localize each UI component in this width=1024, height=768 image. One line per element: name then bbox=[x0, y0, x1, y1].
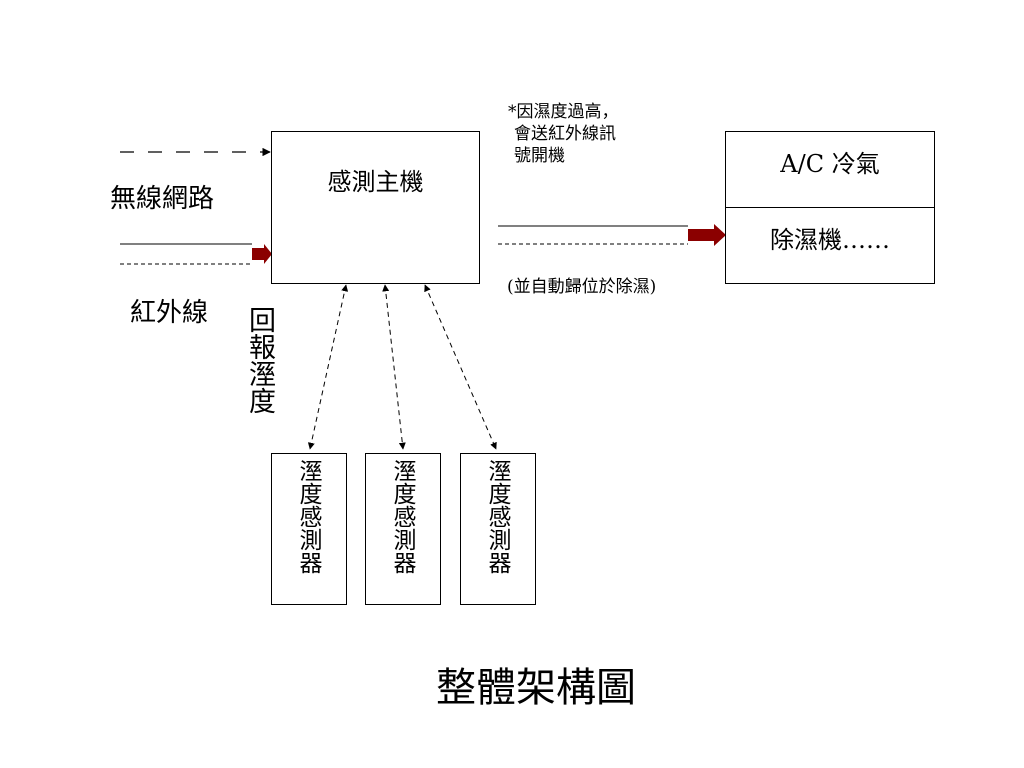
humidity-sensor-1: 溼度感測器 bbox=[271, 453, 347, 605]
sensor-label: 溼度感測器 bbox=[484, 459, 510, 574]
sensor-label: 溼度感測器 bbox=[295, 459, 321, 574]
sensor-link-1 bbox=[307, 284, 349, 450]
wireless-label: 無線網路 bbox=[110, 184, 215, 214]
output-red-arrow bbox=[688, 224, 726, 246]
sensor-label: 溼度感測器 bbox=[389, 459, 415, 574]
sensor-link-3 bbox=[424, 284, 497, 450]
sensor-link-2 bbox=[382, 284, 406, 450]
humidity-sensor-3: 溼度感測器 bbox=[460, 453, 536, 605]
ac-unit-sub-label: 除濕機…… bbox=[770, 226, 890, 254]
note-line-3: 號開機 bbox=[514, 146, 565, 166]
infrared-label: 紅外線 bbox=[130, 298, 209, 328]
auto-mode-note: (並自動歸位於除濕) bbox=[507, 277, 657, 297]
main-unit-box: 感測主機 bbox=[271, 131, 480, 284]
note-text: *因濕度過高， 會送紅外線訊 號開機 bbox=[508, 101, 619, 167]
infrared-red-arrow bbox=[252, 244, 272, 264]
ac-unit-box: A/C 冷氣 除濕機…… bbox=[725, 131, 935, 284]
diagram-title: 整體架構圖 bbox=[436, 665, 636, 711]
note-line-1: *因濕度過高， bbox=[508, 102, 619, 122]
note-line-2: 會送紅外線訊 bbox=[514, 124, 616, 144]
ac-unit-divider bbox=[726, 207, 934, 208]
ac-unit-label: A/C 冷氣 bbox=[780, 150, 880, 178]
main-unit-label: 感測主機 bbox=[327, 168, 424, 196]
humidity-sensor-2: 溼度感測器 bbox=[365, 453, 441, 605]
report-humidity-label: 回報溼度 bbox=[244, 306, 275, 414]
